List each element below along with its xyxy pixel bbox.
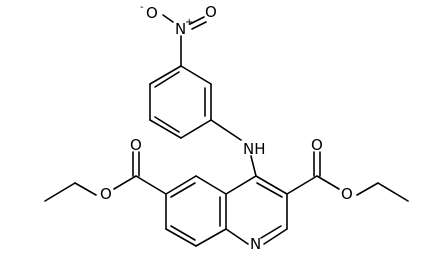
atom-ester-right-O-ether: O xyxy=(341,185,353,203)
atom-nitro-O-minus: O xyxy=(146,4,158,22)
bond-q-C2-N1 xyxy=(263,228,288,245)
atom-nitro-N: N xyxy=(175,20,186,38)
bond-q-C4-C3-inner xyxy=(256,182,283,198)
bond-ph-1 xyxy=(180,65,212,85)
bond-NH-C4 xyxy=(250,155,257,177)
bond-Cester-Oether xyxy=(113,175,137,190)
bond-q-C2-N1-inner xyxy=(260,225,282,239)
bond-q-C5-C6-inner xyxy=(170,182,196,198)
bond-ph-inner-2 xyxy=(154,116,180,133)
bond-q-C4-C4a xyxy=(225,175,257,195)
bond-q-C7-C8 xyxy=(165,228,197,247)
bond-Cester-Oether-r xyxy=(316,175,340,190)
bond-q-C4-C3 xyxy=(255,175,288,195)
bond-Oether-CH2-r xyxy=(356,182,379,196)
bond-CH2-CH3 xyxy=(44,182,76,202)
bond-q-C5-C6 xyxy=(165,175,197,195)
charge-minus: - xyxy=(140,2,144,13)
atom-labels: O - N + O NH O O O O N xyxy=(100,2,353,253)
atom-ester-left-O-carbonyl: O xyxy=(130,136,142,154)
bond-ph-NH xyxy=(210,119,242,141)
atom-amine-NH: NH xyxy=(243,140,266,158)
atom-ester-right-O-carbonyl: O xyxy=(311,136,323,154)
bond-ph-3 xyxy=(180,119,212,139)
bond-q-C7-C8-inner xyxy=(170,225,196,241)
atom-ester-left-O-ether: O xyxy=(100,185,112,203)
charge-plus: + xyxy=(185,17,193,28)
bond-CH2-CH3-r xyxy=(377,182,409,202)
bond-q-C8-C8a xyxy=(195,228,227,247)
bond-Oether-CH2 xyxy=(74,182,97,196)
bond-ph-inner-3 xyxy=(154,71,180,88)
bond-C3-Cester xyxy=(286,175,318,195)
bond-nitroN-O-b xyxy=(191,21,207,30)
bond-q-N1-C8a xyxy=(225,228,249,245)
bond-ph-6 xyxy=(149,65,182,85)
bond-nitroN-Ominus xyxy=(162,14,174,23)
atom-nitro-O: O xyxy=(205,3,217,21)
bond-nitroN-O-a xyxy=(189,16,205,25)
bond-ph-4 xyxy=(149,119,182,139)
atom-ring-N: N xyxy=(250,235,261,253)
bonds xyxy=(44,14,409,247)
bond-C6-Cester xyxy=(135,175,167,195)
bond-q-C4a-C5 xyxy=(195,175,227,195)
